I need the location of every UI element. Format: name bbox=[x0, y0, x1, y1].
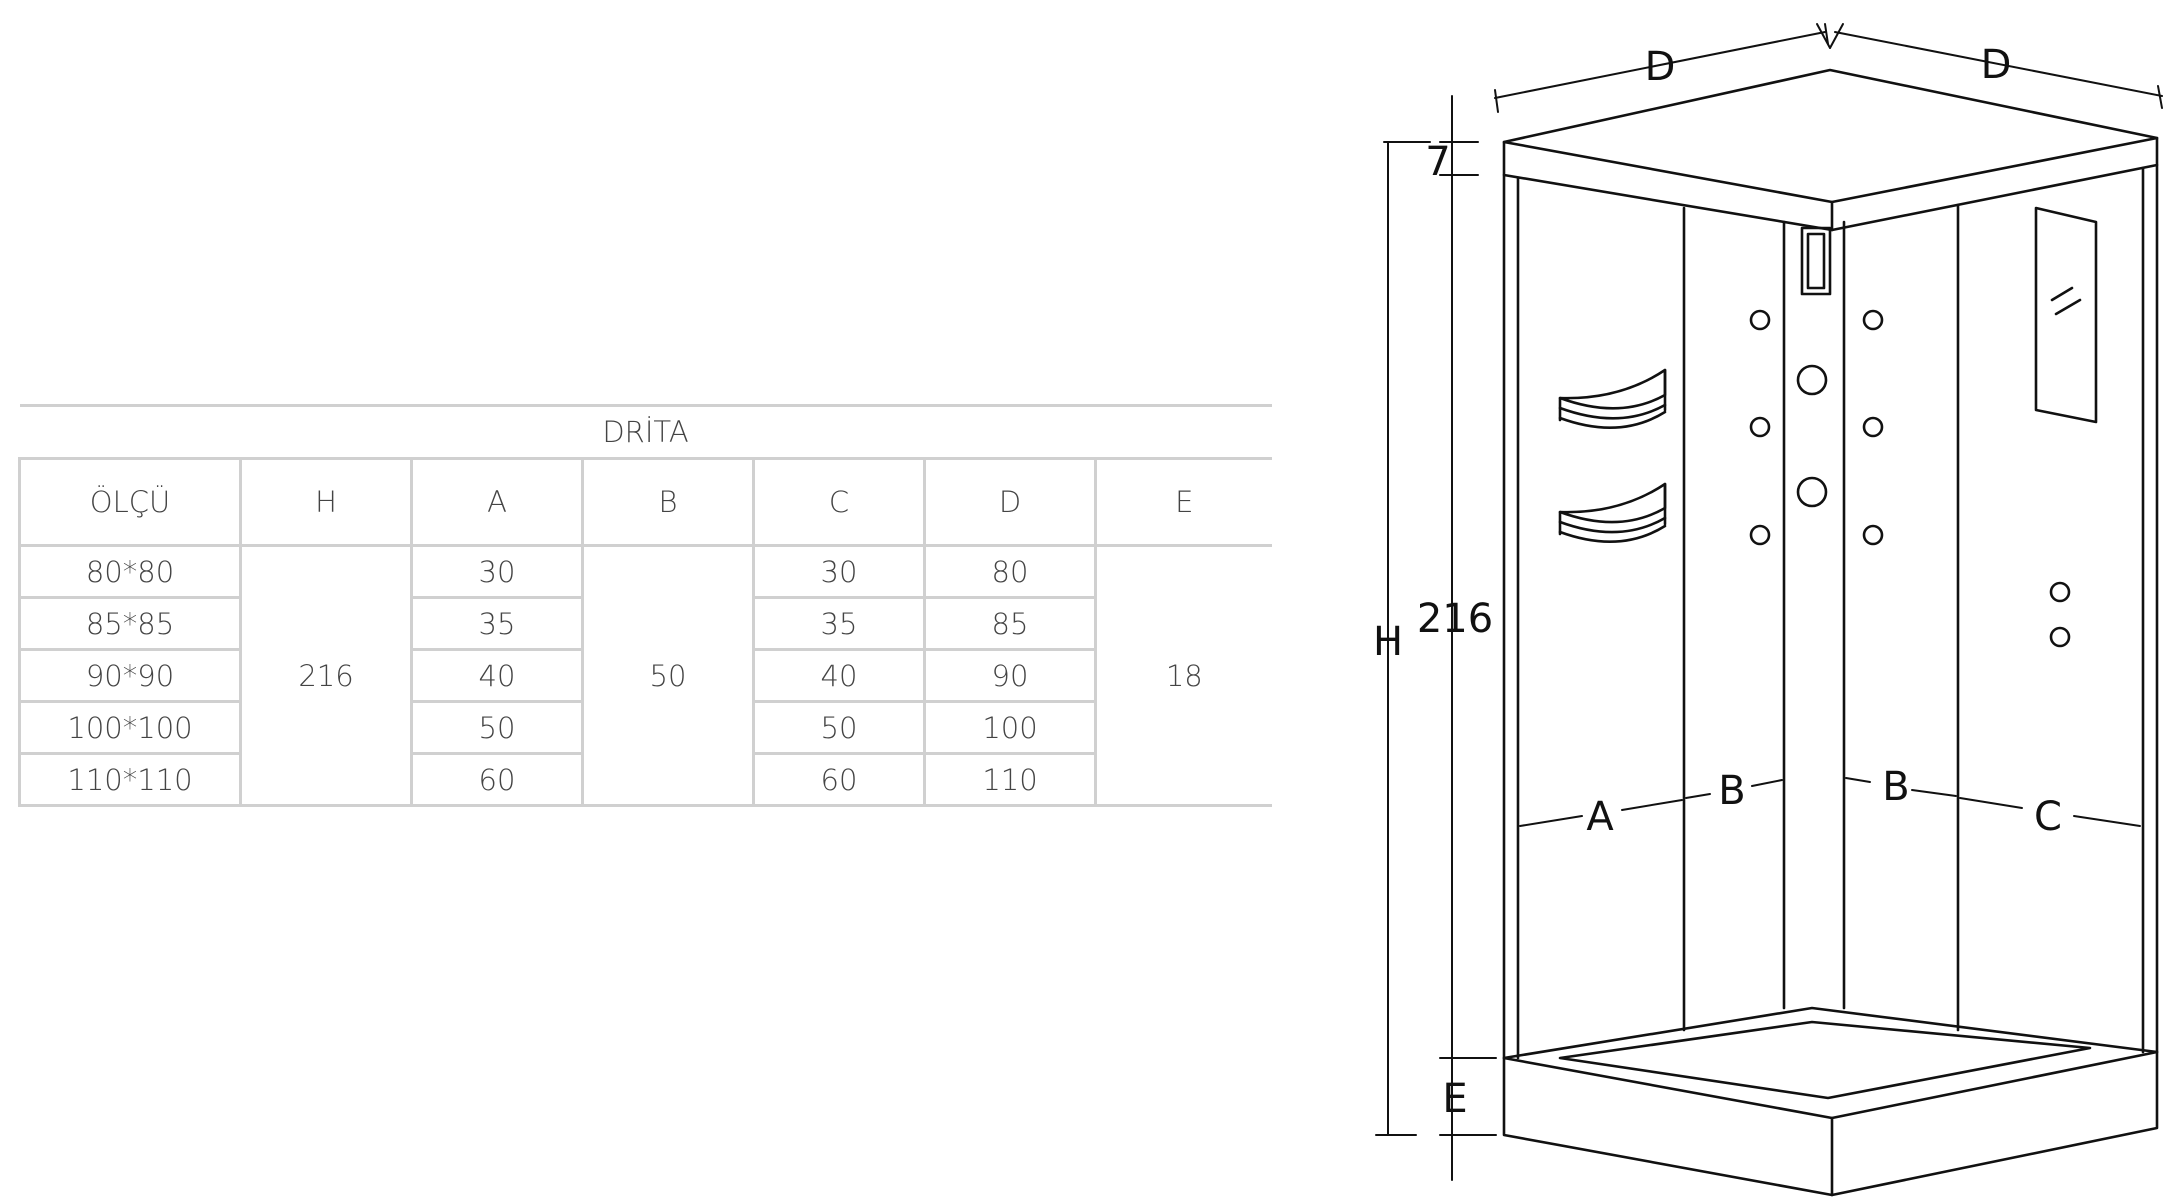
cell-b: 50 bbox=[581, 544, 755, 807]
header-c: C bbox=[752, 457, 926, 547]
cell-olcu: 100*100 bbox=[18, 700, 242, 755]
cell-d: 90 bbox=[923, 648, 1097, 703]
header-olcu: ÖLÇÜ bbox=[18, 457, 242, 547]
mirror-icon bbox=[2034, 206, 2098, 424]
shelf-icon bbox=[1558, 482, 1667, 543]
cell-c: 40 bbox=[752, 648, 926, 703]
table-row: 90*90 40 40 90 bbox=[18, 648, 1272, 703]
label-e: E bbox=[1442, 1076, 1467, 1122]
dimensions-table: DRİTA ÖLÇÜ H A B C D E 80*80 216 30 50 3… bbox=[18, 404, 1272, 807]
cell-a: 60 bbox=[410, 752, 584, 807]
label-h: H bbox=[1373, 619, 1403, 665]
label-d-left: D bbox=[1645, 44, 1676, 90]
table-row: 100*100 50 50 100 bbox=[18, 700, 1272, 755]
dimension-e bbox=[1439, 1057, 1497, 1181]
table-row: 110*110 60 60 110 bbox=[18, 752, 1272, 807]
cell-a: 35 bbox=[410, 596, 584, 651]
label-c: C bbox=[2034, 794, 2062, 840]
cell-d: 100 bbox=[923, 700, 1097, 755]
dimension-top bbox=[1383, 95, 1479, 177]
body-jets bbox=[1749, 309, 2071, 648]
cell-e: 18 bbox=[1093, 544, 1272, 807]
cell-olcu: 90*90 bbox=[18, 648, 242, 703]
cell-d: 85 bbox=[923, 596, 1097, 651]
cell-c: 35 bbox=[752, 596, 926, 651]
diagram-labels: D D 7 H 216 A B B C E bbox=[1373, 42, 2062, 1122]
header-d: D bbox=[923, 457, 1097, 547]
label-b-left: B bbox=[1718, 768, 1745, 814]
shower-cabin-diagram: D D 7 H 216 A B B C E bbox=[1373, 23, 2163, 1197]
label-a: A bbox=[1586, 794, 1614, 840]
label-top: 7 bbox=[1425, 139, 1450, 185]
cell-olcu: 80*80 bbox=[18, 544, 242, 599]
header-h: H bbox=[239, 457, 413, 547]
cell-c: 60 bbox=[752, 752, 926, 807]
header-a: A bbox=[410, 457, 584, 547]
label-d-right: D bbox=[1981, 42, 2012, 88]
shelf-icon bbox=[1558, 368, 1667, 429]
dimension-abc bbox=[1519, 777, 2141, 827]
dimension-216 bbox=[1439, 175, 1497, 1059]
cell-d: 110 bbox=[923, 752, 1097, 807]
header-e: E bbox=[1093, 457, 1272, 547]
cell-h: 216 bbox=[239, 544, 413, 807]
table-title: DRİTA bbox=[19, 404, 1272, 460]
cell-a: 40 bbox=[410, 648, 584, 703]
cell-c: 50 bbox=[752, 700, 926, 755]
cell-c: 30 bbox=[752, 544, 926, 599]
table-row: 80*80 216 30 50 30 80 18 bbox=[18, 544, 1272, 807]
cell-d: 80 bbox=[923, 544, 1097, 599]
label-216: 216 bbox=[1417, 596, 1493, 642]
cell-olcu: 85*85 bbox=[18, 596, 242, 651]
label-b-right: B bbox=[1882, 764, 1909, 810]
cabin-walls bbox=[1502, 163, 2159, 1060]
cell-a: 50 bbox=[410, 700, 584, 755]
dimension-d bbox=[1494, 23, 2163, 113]
dimension-h bbox=[1375, 141, 1417, 1136]
cabin-roof bbox=[1502, 68, 2159, 232]
shower-head-icon bbox=[1800, 226, 1832, 296]
cell-a: 30 bbox=[410, 544, 584, 599]
cell-olcu: 110*110 bbox=[18, 752, 242, 807]
shower-tray bbox=[1502, 1006, 2159, 1197]
table-row: 85*85 35 35 85 bbox=[18, 596, 1272, 651]
header-b: B bbox=[581, 457, 755, 547]
